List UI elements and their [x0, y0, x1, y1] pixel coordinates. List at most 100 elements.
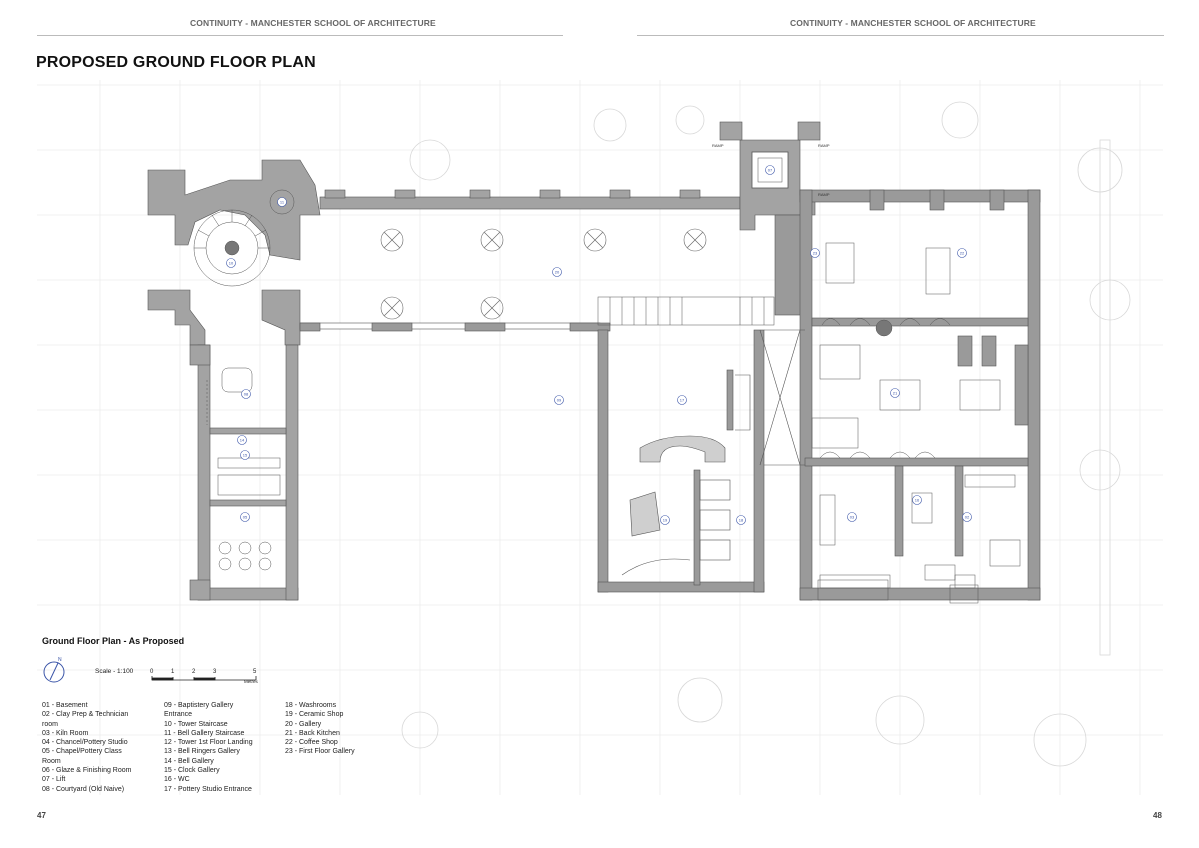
room-tag-17: 17 [677, 395, 687, 405]
legend-column-2: 09 - Baptistery Gallery Entrance 10 - To… [164, 701, 282, 794]
svg-text:15: 15 [243, 453, 248, 458]
svg-text:22: 22 [960, 251, 965, 256]
svg-text:18: 18 [739, 518, 744, 523]
east-block-furniture [811, 242, 1021, 589]
scale-label: Scale - 1:100 [95, 668, 134, 675]
legend-item: 12 - Tower 1st Floor Landing [164, 739, 253, 747]
legend-item: Room [42, 757, 61, 765]
page-number-right: 48 [1153, 811, 1162, 820]
scale-tick-2: 2 [192, 669, 196, 675]
svg-text:11: 11 [280, 200, 285, 205]
legend-item: 18 - Washrooms [285, 702, 337, 709]
legend-item: 07 - Lift [42, 776, 66, 784]
svg-text:03: 03 [850, 515, 855, 520]
page-title: PROPOSED GROUND FLOOR PLAN [36, 54, 316, 71]
room-tag-08: 08 [241, 389, 251, 399]
room-tag-20: 20 [552, 267, 562, 277]
ramp-label-north: RAMP [818, 192, 830, 197]
nave-columns [380, 228, 707, 320]
room-tag-21: 21 [890, 388, 900, 398]
legend-item: 08 - Courtyard (Old Naive) [42, 785, 125, 793]
east-stair [817, 579, 979, 604]
ramp-label-east: RAMP [818, 143, 830, 148]
svg-text:21: 21 [893, 391, 898, 396]
west-wing-details [206, 367, 281, 571]
legend-item: 01 - Basement [42, 702, 88, 709]
room-tag-05: 05 [240, 512, 250, 522]
svg-text:07: 07 [768, 168, 773, 173]
svg-text:23: 23 [813, 251, 818, 256]
site-grid [37, 80, 1163, 795]
main-stair [597, 296, 775, 326]
svg-text:20: 20 [555, 270, 560, 275]
room-tag-03: 03 [847, 512, 857, 522]
arcade [299, 322, 611, 332]
legend-column-1: 01 - Basement 02 - Clay Prep & Technicia… [42, 701, 162, 794]
room-tag-14: 14 [237, 435, 247, 445]
legend-column-3: 18 - Washrooms 19 - Ceramic Shop 20 - Ga… [285, 701, 385, 757]
room-tag-22: 22 [957, 248, 967, 258]
svg-text:02: 02 [965, 515, 970, 520]
room-tag-18: 18 [736, 515, 746, 525]
room-tag-16: 16 [912, 495, 922, 505]
svg-text:14: 14 [240, 438, 245, 443]
legend-item: 10 - Tower Staircase [164, 720, 228, 728]
legend-item: 03 - Kiln Room [42, 729, 89, 737]
scale-tick-3: 3 [213, 669, 217, 675]
tower-stair [193, 189, 295, 287]
legend-item: Entrance [164, 711, 193, 719]
scale-tick-0: 0 [150, 669, 154, 675]
legend-item: 15 - Clock Gallery [164, 767, 220, 775]
legend-item: 17 - Pottery Studio Entrance [164, 785, 252, 793]
svg-text:19: 19 [663, 518, 668, 523]
legend-item: 05 - Chapel/Pottery Class [42, 748, 122, 756]
scale-tick-5: 5 [253, 669, 257, 675]
north-wall [319, 121, 821, 231]
running-title-right: CONTINUITY - MANCHESTER SCHOOL OF ARCHIT… [790, 18, 1036, 28]
running-title-left: CONTINUITY - MANCHESTER SCHOOL OF ARCHIT… [190, 18, 436, 28]
east-block-walls [774, 189, 1041, 601]
scale-unit: Metres [244, 679, 258, 684]
page-number-left: 47 [37, 811, 46, 820]
ramp-label-west: RAMP [712, 143, 724, 148]
passage [759, 329, 805, 466]
shop-walls [597, 329, 765, 593]
legend-item: 22 - Coffee Shop [285, 739, 338, 747]
room-tag-10: 10 [226, 258, 236, 268]
legend-item: 21 - Back Kitchen [285, 729, 340, 737]
legend-item: room [42, 720, 58, 728]
north-label: N [58, 657, 62, 663]
legend-item: 14 - Bell Gallery [164, 757, 214, 765]
svg-text:05: 05 [243, 515, 248, 520]
header-rule-right [637, 35, 1164, 36]
room-tag-15: 15 [240, 450, 250, 460]
ghost-context [401, 101, 1131, 767]
svg-text:10: 10 [229, 261, 234, 266]
legend-item: 20 - Gallery [285, 720, 322, 728]
west-wing-walls [189, 344, 299, 601]
svg-text:08: 08 [244, 392, 249, 397]
scale-tick-1: 1 [171, 669, 175, 675]
legend-item: 16 - WC [164, 776, 190, 784]
svg-text:17: 17 [680, 398, 685, 403]
scale-bar [151, 676, 257, 681]
north-arrow: N [43, 657, 65, 683]
svg-text:16: 16 [915, 498, 920, 503]
room-tag-19: 19 [660, 515, 670, 525]
legend-item: 13 - Bell Ringers Gallery [164, 748, 240, 756]
legend-item: 06 - Glaze & Finishing Room [42, 767, 132, 775]
legend-item: 11 - Bell Gallery Staircase [164, 729, 245, 737]
legend-item: 23 - First Floor Gallery [285, 748, 355, 756]
room-tag-23: 23 [810, 248, 820, 258]
shop-fittings [621, 374, 751, 576]
room-tag-11: 11 [277, 197, 287, 207]
legend-item: 04 - Chancel/Pottery Studio [42, 739, 128, 747]
room-tag-07: 07 [765, 165, 775, 175]
header-rule-left [37, 35, 563, 36]
room-tags: 07 10 11 20 23 22 21 08 09 17 19 18 14 1… [226, 165, 972, 525]
legend-item: 09 - Baptistery Gallery [164, 702, 234, 709]
legend-item: 19 - Ceramic Shop [285, 711, 344, 719]
legend-item: 02 - Clay Prep & Technician [42, 711, 129, 719]
room-tag-09: 09 [554, 395, 564, 405]
